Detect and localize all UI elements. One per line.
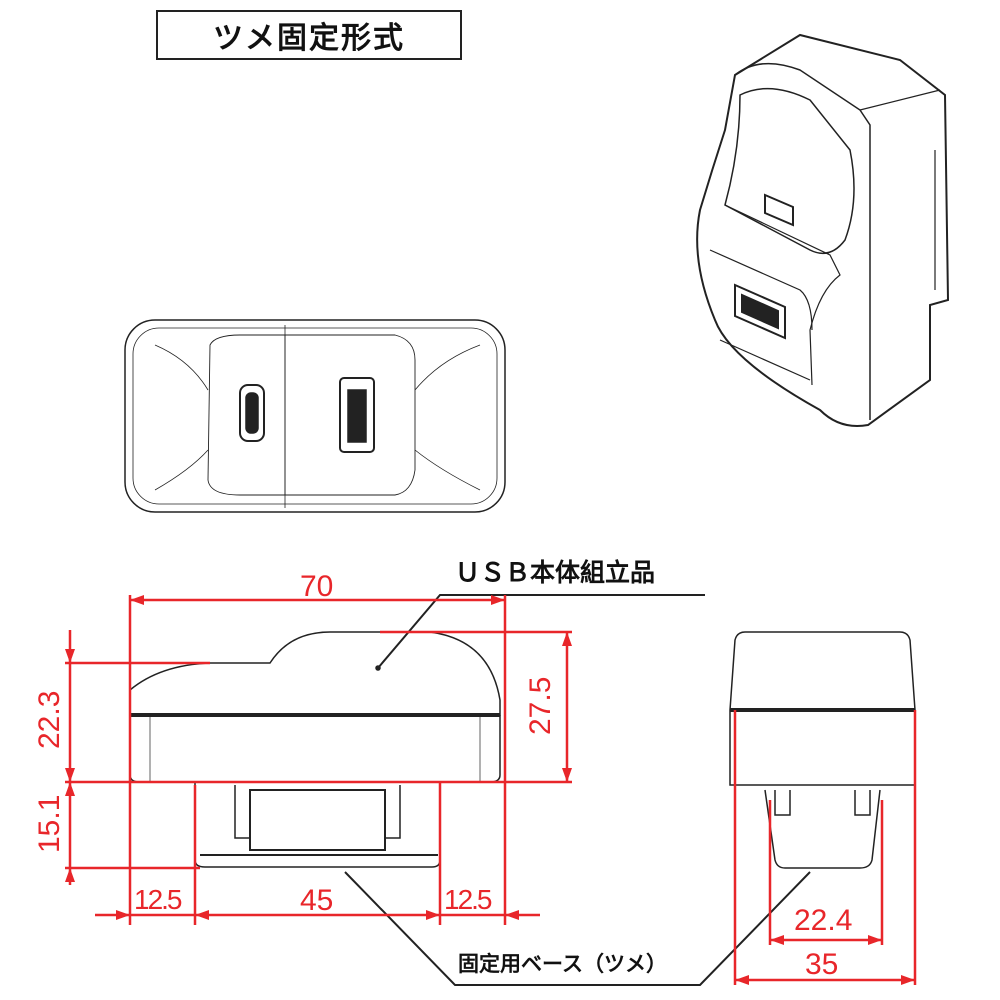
dim-side-width: 35 [805,948,839,981]
dim-height-total: 27.5 [524,676,557,735]
side-view [729,631,916,869]
drawing-title: ツメ固定形式 [156,10,462,60]
fixing-base-callout: 固定用ベース（ツメ） [458,952,667,976]
top-view [124,319,506,513]
usb-a-port [339,377,375,453]
dim-height-base: 15.1 [33,794,66,853]
dimension-arrows [65,595,915,985]
dim-offset-left: 12.5 [134,884,182,915]
usb-c-port [239,384,265,442]
dim-base-width: 45 [300,884,334,917]
leader-lines [344,594,811,986]
dim-side-base-width: 22.4 [794,904,853,937]
dim-width-total: 70 [300,570,334,603]
isometric-view [696,33,950,427]
dim-offset-right: 12.5 [444,884,492,915]
usb-body-callout: ＵＳＢ本体組立品 [455,558,656,587]
dim-height-body: 22.3 [33,690,66,749]
dimension-lines [65,595,917,985]
front-view [129,631,501,868]
